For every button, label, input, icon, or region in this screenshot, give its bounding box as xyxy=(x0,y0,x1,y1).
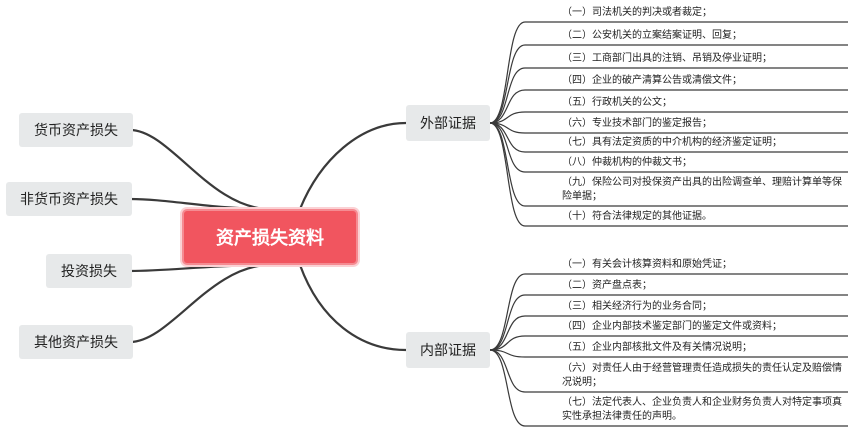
connector-left-4 xyxy=(129,263,271,344)
internal-leaf-4: （四）企业内部技术鉴定部门的鉴定文件或资料； xyxy=(562,321,782,332)
external-leaf-10: （十）符合法律规定的其他证据。 xyxy=(562,211,712,222)
internal-leaf-1: （一）有关会计核算资料和原始凭证； xyxy=(562,259,732,270)
external-leaf-5: （五）行政机关的公文； xyxy=(562,97,672,108)
external-leaf-3: （三）工商部门出具的注销、吊销及停业证明； xyxy=(562,53,772,64)
connector-internal-leaf-2 xyxy=(489,294,848,351)
connector-internal xyxy=(298,264,407,352)
connector-external-leaf-8 xyxy=(489,122,848,173)
branch-external-evidence[interactable]: 外部证据 xyxy=(406,105,490,141)
connector-external-leaf-3 xyxy=(489,67,848,124)
connector-left-3 xyxy=(129,263,271,273)
left-node-other-loss[interactable]: 其他资产损失 xyxy=(19,325,133,359)
connector-external xyxy=(298,121,407,210)
left-node-nonmonetary-loss[interactable]: 非货币资产损失 xyxy=(6,182,132,216)
external-leaf-6: （六）专业技术部门的鉴定报告； xyxy=(562,118,712,129)
connector-internal-leaf-6 xyxy=(489,349,848,393)
external-leaf-2: （二）公安机关的立案结案证明、回复； xyxy=(562,30,742,41)
external-leaf-4: （四）企业的破产清算公告或清偿文件； xyxy=(562,75,742,86)
internal-leaf-5: （五）企业内部核批文件及有关情况说明； xyxy=(562,342,752,353)
connector-external-leaf-7 xyxy=(489,122,848,153)
left-node-investment-loss[interactable]: 投资损失 xyxy=(46,254,132,288)
connector-external-leaf-10 xyxy=(489,122,848,227)
internal-leaf-7: （七）法定代表人、企业负责人和企业财务负责人对特定事项真实性承担法律责任的声明。 xyxy=(562,397,842,422)
internal-leaf-3: （三）相关经济行为的业务合同； xyxy=(562,301,712,312)
branch-internal-evidence[interactable]: 内部证据 xyxy=(406,332,490,368)
connector-internal-leaf-1 xyxy=(489,273,848,351)
center-node[interactable]: 资产损失资料 xyxy=(182,209,358,265)
connector-internal-leaf-5 xyxy=(489,349,848,358)
connector-external-leaf-5 xyxy=(489,111,848,124)
connector-external-leaf-4 xyxy=(489,89,848,124)
connector-internal-leaf-7 xyxy=(489,349,848,427)
internal-leaf-2: （二）资产盘点表； xyxy=(562,280,652,291)
internal-leaf-6: （六）对责任人由于经营管理责任造成损失的责任认定及赔偿情况说明； xyxy=(562,363,842,388)
left-node-monetary-loss[interactable]: 货币资产损失 xyxy=(19,113,133,147)
connector-left-2 xyxy=(129,197,271,211)
external-leaf-1: （一）司法机关的判决或者裁定； xyxy=(562,7,712,18)
connector-left-1 xyxy=(129,128,271,211)
connector-external-leaf-1 xyxy=(489,21,848,124)
connector-internal-leaf-3 xyxy=(489,315,848,351)
connector-internal-leaf-4 xyxy=(489,335,848,351)
external-leaf-9: （九）保险公司对投保资产出具的出险调查单、理赔计算单等保险单据； xyxy=(562,177,842,202)
external-leaf-8: （八）仲裁机构的仲裁文书； xyxy=(562,157,692,168)
external-leaf-7: （七）具有法定资质的中介机构的经济鉴定证明； xyxy=(562,137,782,148)
connector-external-leaf-2 xyxy=(489,44,848,124)
